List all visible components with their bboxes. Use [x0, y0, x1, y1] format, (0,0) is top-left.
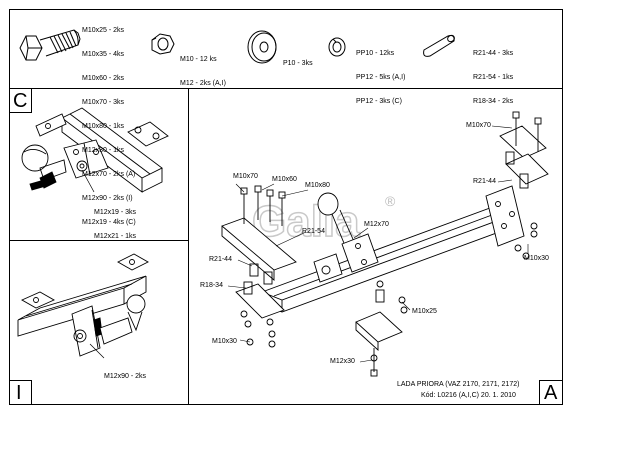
legend-item: M12x19 - 4ks (C): [82, 219, 136, 226]
panel-c-labels: M12x19 - 3ks M12x21 - 1ks: [94, 193, 136, 249]
legend-item: M10 - 12 ks: [180, 56, 217, 63]
panel-c-letter-box: [9, 88, 32, 113]
panel-c-letter: C: [13, 90, 28, 112]
legend-item: PP10 - 12ks: [356, 50, 395, 57]
callout-leaders: [227, 125, 529, 363]
legend-item: M10x60 - 2ks: [82, 75, 125, 82]
panel-c-drawing: [21, 107, 169, 193]
panel-a-letter-box: [539, 380, 563, 405]
washer-icon: [247, 30, 277, 64]
bolt-icon: [19, 29, 81, 61]
legend-item: R21-54 - 1ks: [473, 74, 514, 81]
spacer-tube-icon: [423, 34, 455, 57]
legend-item: R21-44 - 3ks: [473, 50, 514, 57]
registered-mark: ®: [385, 193, 396, 209]
callout-m12x70: M12x70: [364, 221, 389, 228]
panel-i-drawing: [17, 253, 149, 357]
spacer-list: R21-44 - 3ks R21-54 - 1ks R18-34 - 2ks: [473, 34, 513, 114]
callout-r21-44-left: R21-44: [209, 256, 232, 263]
callout-m10x80: M10x80: [305, 182, 330, 189]
legend-item: M12x30 - 1ks: [82, 147, 125, 154]
callout-label: M12x19 - 3ks: [94, 209, 137, 216]
bolts-list: M10x25 - 2ks M10x35 - 4ks M10x60 - 2ks M…: [82, 11, 136, 235]
washer-list: P10 - 3ks: [283, 44, 313, 76]
callout-r21-54: R21-54: [302, 228, 325, 235]
panel-i-letter: I: [16, 382, 22, 404]
drawing-code: Kód: L0216 (A,I,C) 20. 1. 2010: [421, 392, 516, 399]
legend-item: P10 - 3ks: [283, 60, 313, 67]
panel-i-letter-box: [9, 380, 32, 405]
spring-washer-list: PP10 - 12ks PP12 - 5ks (A,I) PP12 - 3ks …: [356, 34, 405, 114]
nut-icon: [151, 33, 175, 55]
legend-item: PP12 - 3ks (C): [356, 98, 402, 105]
panel-a-drawing: [221, 111, 549, 377]
callout-m10x60: M10x60: [272, 176, 297, 183]
legend-item: M10x35 - 4ks: [82, 51, 125, 58]
callout-r21-44-right: R21-44: [473, 178, 496, 185]
callout-m10x70-top: M10x70: [466, 122, 491, 129]
callout-m10x30-left: M10x30: [212, 338, 237, 345]
legend-item: M10x25 - 2ks: [82, 27, 125, 34]
spring-washer-icon: [328, 37, 346, 57]
callout-label: M12x21 - 1ks: [94, 233, 137, 240]
watermark-logo: Galia: [251, 196, 361, 247]
panel-i-labels: M12x90 - 2ks: [104, 357, 146, 389]
callout-r18-34: R18-34: [200, 282, 223, 289]
legend-item: M12x90 - 2ks (I): [82, 195, 133, 202]
svg-text:Galia: Galia: [252, 197, 360, 246]
legend-item: M12x70 - 2ks (A): [82, 171, 136, 178]
callout-m10x25: M10x25: [412, 308, 437, 315]
legend-item: M12 - 2ks (A,I): [180, 80, 226, 87]
legend-item: M10x80 - 1ks: [82, 123, 125, 130]
callout-label: M12x90 - 2ks: [104, 373, 147, 380]
panel-a-letter: A: [544, 382, 558, 404]
callout-m10x30-right: M10x30: [524, 255, 549, 262]
nuts-list: M10 - 12 ks M12 - 2ks (A,I): [180, 40, 226, 96]
callout-m12x30: M12x30: [330, 358, 355, 365]
legend-item: R18-34 - 2ks: [473, 98, 514, 105]
callout-m10x70-left: M10x70: [233, 173, 258, 180]
vehicle-model: LADA PRIORA (VAZ 2170, 2171, 2172): [397, 381, 520, 388]
legend-item: PP12 - 5ks (A,I): [356, 74, 406, 81]
outer-frame: [9, 9, 563, 405]
legend-item: M10x70 - 3ks: [82, 99, 125, 106]
